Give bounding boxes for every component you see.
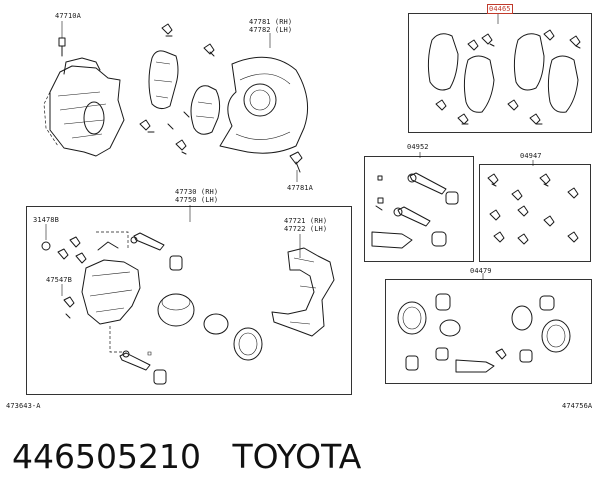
dust-shield-drawing [219, 56, 309, 173]
box-47730-caliper [26, 206, 352, 395]
caliper-group-drawing [41, 231, 335, 385]
top-pads-drawing [139, 23, 221, 155]
label-47730: 47730 (RH) [175, 188, 219, 196]
box-04947-kit [479, 164, 591, 262]
leader-lines [45, 14, 534, 296]
caliper-mount-drawing [43, 37, 125, 157]
guide-pin-kit-drawing [371, 172, 459, 249]
label-31478B: 31478B [33, 216, 59, 224]
label-04465[interactable]: 04465 [487, 4, 513, 14]
label-04947: 04947 [520, 152, 542, 160]
label-04479: 04479 [470, 267, 492, 275]
label-47547B: 47547B [46, 276, 72, 284]
label-04952: 04952 [407, 143, 429, 151]
diagram-code-left: 473643-A [6, 402, 41, 410]
box-04479-seal-kit [385, 279, 592, 384]
label-47781: 47781 (RH) [249, 18, 293, 26]
label-47721: 47721 (RH) [284, 217, 328, 225]
pads-kit-drawing [427, 29, 581, 125]
label-47781A: 47781A [287, 184, 313, 192]
label-47781-47782: 47781 (RH) 47782 (LH) [249, 18, 292, 34]
label-47710A: 47710A [55, 12, 81, 20]
footer-caption: 446505210 TOYOTA [12, 437, 361, 476]
box-04952-kit [364, 156, 474, 262]
label-47730-47750: 47730 (RH) 47750 (LH) [175, 188, 218, 204]
label-47750: 47750 (LH) [175, 196, 219, 204]
diagram-code-right: 474756A [562, 402, 593, 410]
seal-kit-drawing [397, 293, 571, 373]
footer-brand: TOYOTA [232, 437, 362, 476]
clips-kit-drawing [487, 173, 579, 245]
label-47782: 47782 (LH) [249, 26, 293, 34]
label-47721-47722: 47721 (RH) 47722 (LH) [284, 217, 327, 233]
footer-part-number: 446505210 [12, 437, 201, 476]
label-47722: 47722 (LH) [284, 225, 328, 233]
